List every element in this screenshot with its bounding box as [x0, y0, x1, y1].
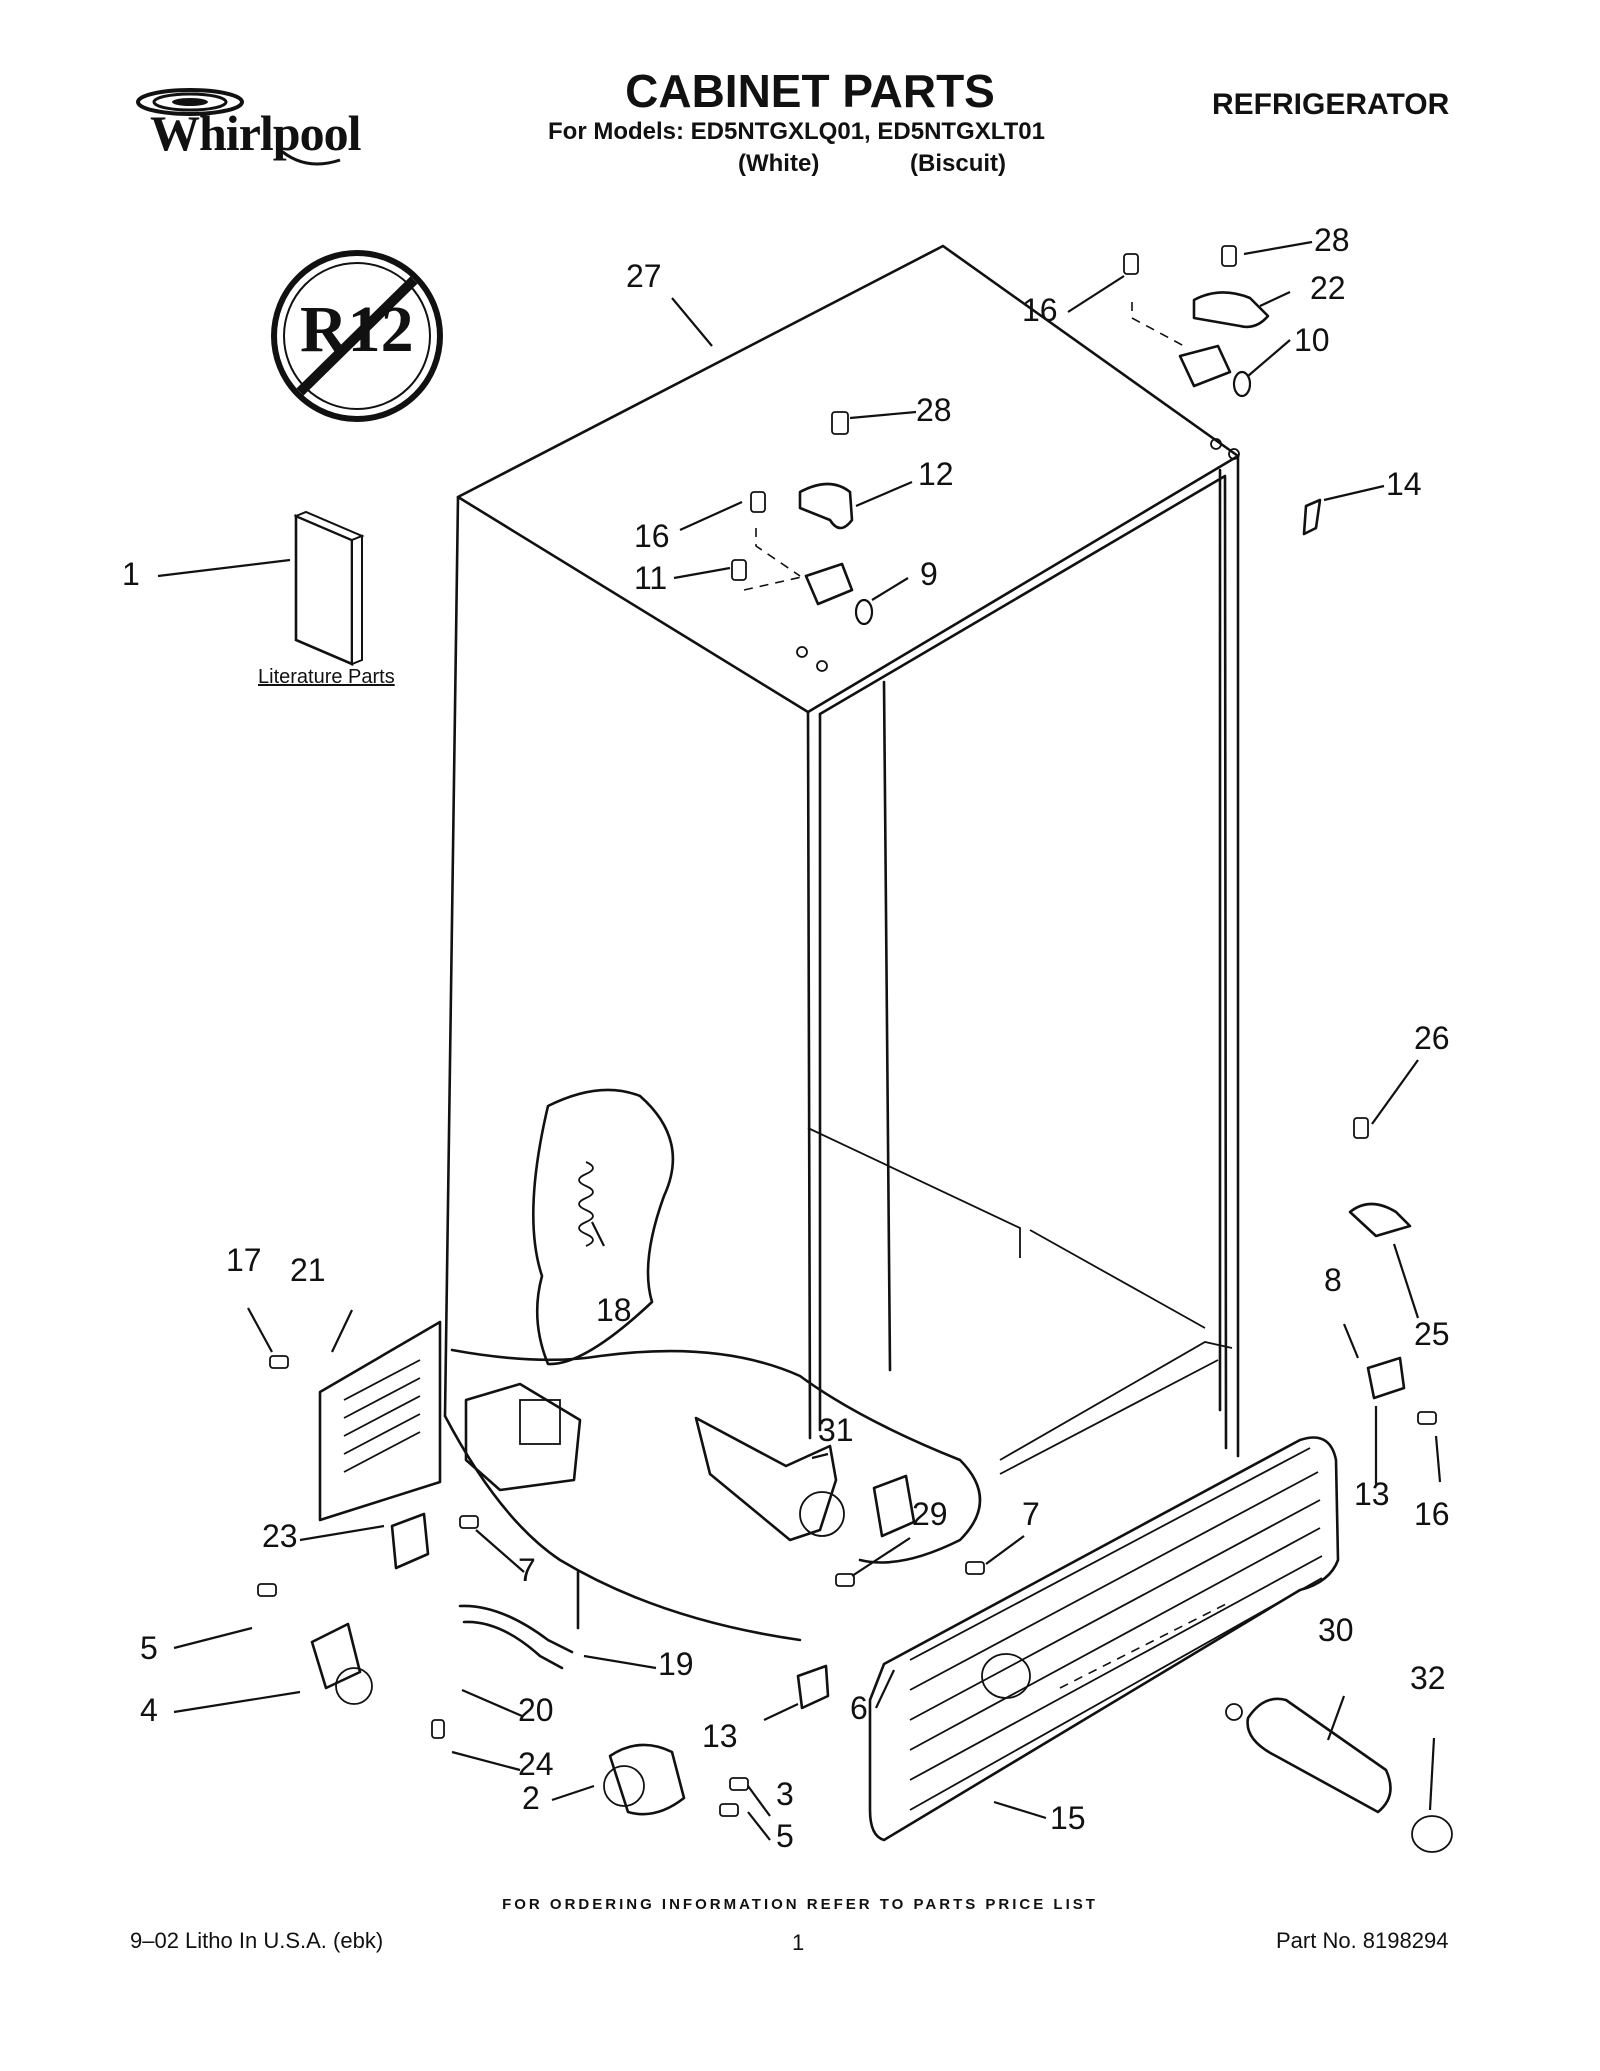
callout-11: 11 — [634, 560, 668, 596]
callout-15: 15 — [1050, 1800, 1086, 1836]
literature-parts-illustration — [293, 510, 365, 666]
callout-24: 24 — [518, 1746, 554, 1782]
callout-9: 9 — [920, 556, 938, 592]
r12-badge-text: R12 — [300, 293, 414, 366]
rear-grille — [318, 1320, 442, 1522]
callout-leaders — [157, 240, 1442, 1841]
callout-28: 28 — [916, 392, 952, 428]
appliance-type: REFRIGERATOR — [1212, 88, 1450, 121]
models-line: For Models: ED5NTGXLQ01, ED5NTGXLT01 — [548, 118, 1045, 145]
ordering-note: FOR ORDERING INFORMATION REFER TO PARTS … — [502, 1896, 1098, 1913]
callout-17: 17 — [226, 1242, 262, 1278]
callout-25: 25 — [1414, 1316, 1450, 1352]
callout-16: 16 — [1414, 1496, 1450, 1532]
callout-4: 4 — [140, 1692, 158, 1728]
hinge-brackets-bottom — [390, 1202, 1412, 1710]
whirlpool-swirl-icon — [136, 88, 341, 166]
callout-31: 31 — [818, 1412, 854, 1448]
toe-grille-panel — [868, 1436, 1340, 1842]
page-number: 1 — [792, 1930, 805, 1955]
callout-18: 18 — [596, 1292, 632, 1328]
no-r12-badge — [271, 250, 443, 422]
callout-13: 13 — [1354, 1476, 1390, 1512]
callout-1: 1 — [122, 556, 140, 592]
leveling-rollers — [310, 1622, 686, 1816]
water-valve — [694, 1416, 845, 1542]
litho-info: 9–02 Litho In U.S.A. (ebk) — [130, 1928, 384, 1953]
water-filter — [1059, 1601, 1453, 1853]
literature-parts-caption: Literature Parts — [258, 666, 395, 688]
callout-20: 20 — [518, 1692, 554, 1728]
top-hinge-right — [1131, 291, 1322, 536]
brand-logo: Whirlpool — [128, 82, 378, 172]
callout-21: 21 — [290, 1252, 326, 1288]
callout-19: 19 — [658, 1646, 694, 1682]
callout-10: 10 — [1294, 322, 1330, 358]
color-white-label: (White) — [738, 150, 820, 177]
callout-26: 26 — [1414, 1020, 1450, 1056]
callout-5: 5 — [776, 1818, 794, 1854]
color-biscuit-label: (Biscuit) — [910, 150, 1006, 177]
callout-28: 28 — [1314, 222, 1350, 258]
callout-22: 22 — [1310, 270, 1346, 306]
callout-29: 29 — [912, 1496, 948, 1532]
callout-14: 14 — [1386, 466, 1422, 502]
callout-12: 12 — [918, 456, 954, 492]
coil-spring — [578, 1161, 594, 1247]
part-number: Part No. 8198294 — [1276, 1928, 1449, 1953]
callout-32: 32 — [1410, 1660, 1446, 1696]
callout-6: 6 — [850, 1690, 868, 1726]
callout-8: 8 — [1324, 1262, 1342, 1298]
compressor-controls — [464, 1382, 582, 1492]
page-title: CABINET PARTS — [625, 65, 995, 117]
drain-tube — [458, 1570, 580, 1670]
callout-7: 7 — [518, 1552, 536, 1588]
callout-5: 5 — [140, 1630, 158, 1666]
callout-13: 13 — [702, 1718, 738, 1754]
callout-16: 16 — [1022, 292, 1058, 328]
brand-name: Whirlpool — [150, 105, 361, 161]
screws-bottom — [257, 1355, 1437, 1817]
top-hinge-left — [743, 482, 874, 672]
callout-7: 7 — [1022, 1496, 1040, 1532]
callout-3: 3 — [776, 1776, 794, 1812]
callout-2: 2 — [522, 1780, 540, 1816]
callout-27: 27 — [626, 258, 662, 294]
callout-23: 23 — [262, 1518, 298, 1554]
callout-16: 16 — [634, 518, 670, 554]
screws-top — [731, 245, 1369, 1139]
callout-30: 30 — [1318, 1612, 1354, 1648]
